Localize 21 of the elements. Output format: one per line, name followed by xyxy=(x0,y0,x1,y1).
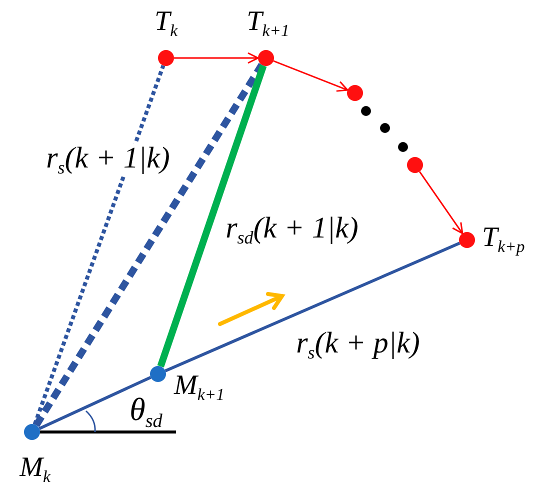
point-label: T$_{k+1}$ xyxy=(246,8,290,40)
point-label: T$_{k+p}$ xyxy=(482,224,525,256)
point-dot xyxy=(407,157,423,173)
arrow xyxy=(418,171,464,234)
point-dot xyxy=(24,424,40,440)
point-dot xyxy=(347,85,363,101)
line xyxy=(32,64,166,426)
line xyxy=(164,242,460,372)
point-dot xyxy=(158,50,174,66)
point-dot xyxy=(459,232,475,248)
point-label: M$_{k}$ xyxy=(20,454,50,486)
edge-label: r$_{s}$(k + 1|k) xyxy=(44,143,172,177)
point-label: T$_{k}$ xyxy=(154,8,178,40)
arrow xyxy=(174,52,259,64)
arrow xyxy=(273,60,348,92)
point-label: M$_{k+1}$ xyxy=(174,372,224,404)
line xyxy=(157,64,267,368)
angle-label: θ$_{sd}$ xyxy=(130,393,162,431)
line xyxy=(38,376,152,430)
point-dot xyxy=(150,366,166,382)
point-dot xyxy=(258,50,274,66)
